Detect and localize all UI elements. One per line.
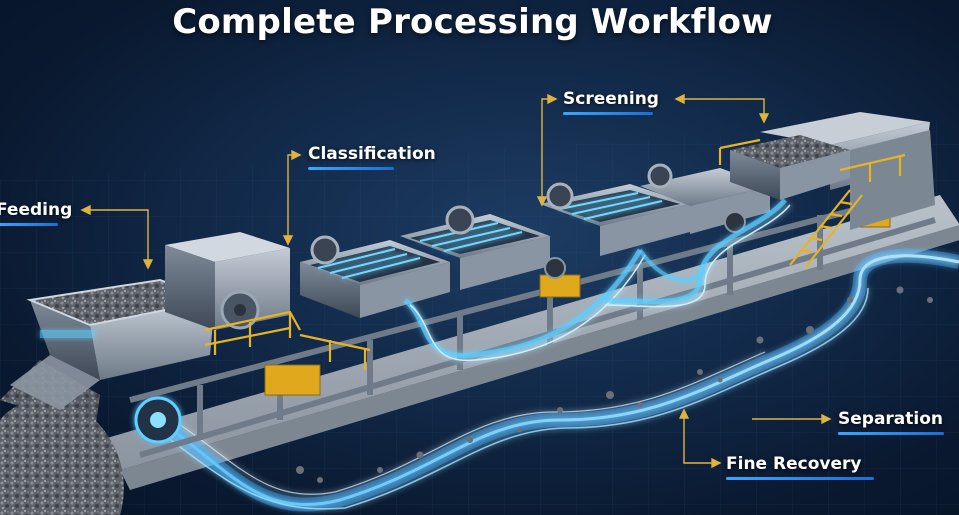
screening-unit [730,112,935,230]
diagram-title: Complete Processing Workflow [172,2,773,42]
stage-label-feeding: Feeding [0,200,72,226]
stage-label-fine-recovery: Fine Recovery [726,454,874,480]
stage-label-screening: Screening [563,89,659,115]
screening-leader [536,93,770,207]
classification-leader [282,149,302,246]
motor-boxes [264,204,891,396]
feeding-leader [80,204,154,270]
stage-label-separation: Separation [838,409,944,435]
screen-decks [300,168,770,318]
railings [204,138,906,370]
drive-wheels [310,163,746,279]
fine-recovery-leader [678,408,722,469]
feeder-unit [134,232,290,444]
separation-leader [752,413,832,425]
callout-leaders [80,93,832,469]
scattered-pebbles [296,286,933,483]
stage-label-classification: Classification [308,144,436,170]
glow-pipes [403,198,791,362]
water-stream [159,248,959,512]
